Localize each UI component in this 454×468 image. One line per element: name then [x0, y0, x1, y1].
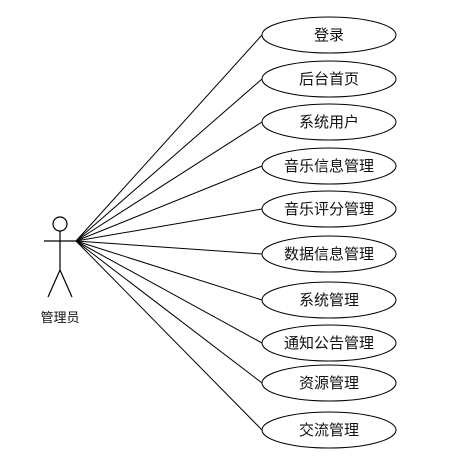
use-case-label: 通知公告管理 — [284, 334, 374, 352]
association-line — [75, 240, 263, 255]
use-case-label: 音乐信息管理 — [284, 157, 374, 175]
use-case-ellipse — [261, 281, 397, 319]
use-case-group: 登录后台首页系统用户音乐信息管理音乐评分管理数据信息管理系统管理通知公告管理资源… — [261, 16, 397, 449]
use-case: 后台首页 — [261, 60, 397, 98]
use-case: 登录 — [261, 16, 397, 54]
use-case: 资源管理 — [261, 364, 397, 402]
use-case-label: 后台首页 — [299, 70, 359, 88]
use-case-ellipse — [261, 147, 397, 185]
association-line — [75, 34, 263, 242]
use-case: 音乐信息管理 — [261, 147, 397, 185]
use-case-label: 数据信息管理 — [284, 245, 374, 263]
association-line — [75, 240, 263, 301]
use-case: 数据信息管理 — [261, 235, 397, 273]
use-case-ellipse — [261, 60, 397, 98]
use-case-ellipse — [261, 16, 397, 54]
actor-label: 管理员 — [40, 311, 79, 326]
use-case: 音乐评分管理 — [261, 190, 397, 228]
use-case-label: 系统用户 — [299, 113, 359, 131]
use-case: 系统用户 — [261, 103, 397, 141]
use-case-label: 音乐评分管理 — [284, 200, 374, 218]
actor — [44, 216, 76, 298]
association-line — [75, 240, 263, 384]
actor-head — [52, 216, 68, 232]
use-case-ellipse — [261, 364, 397, 402]
use-case-ellipse — [261, 190, 397, 228]
association-line — [75, 121, 263, 242]
association-lines — [75, 34, 263, 431]
association-line — [75, 240, 263, 344]
use-case: 交流管理 — [261, 411, 397, 449]
use-case-ellipse — [261, 324, 397, 362]
actor-right-leg — [59, 269, 73, 298]
use-case-label: 系统管理 — [299, 291, 359, 309]
use-case-label: 资源管理 — [299, 374, 359, 392]
actor-left-leg — [47, 269, 61, 298]
association-line — [75, 240, 263, 431]
association-line — [75, 78, 263, 242]
use-case-ellipse — [261, 103, 397, 141]
association-line — [75, 208, 263, 242]
use-case-label: 交流管理 — [299, 421, 359, 439]
use-case-ellipse — [261, 411, 397, 449]
association-line — [75, 165, 263, 242]
use-case-label: 登录 — [314, 26, 344, 44]
use-case: 通知公告管理 — [261, 324, 397, 362]
use-case: 系统管理 — [261, 281, 397, 319]
use-case-ellipse — [261, 235, 397, 273]
